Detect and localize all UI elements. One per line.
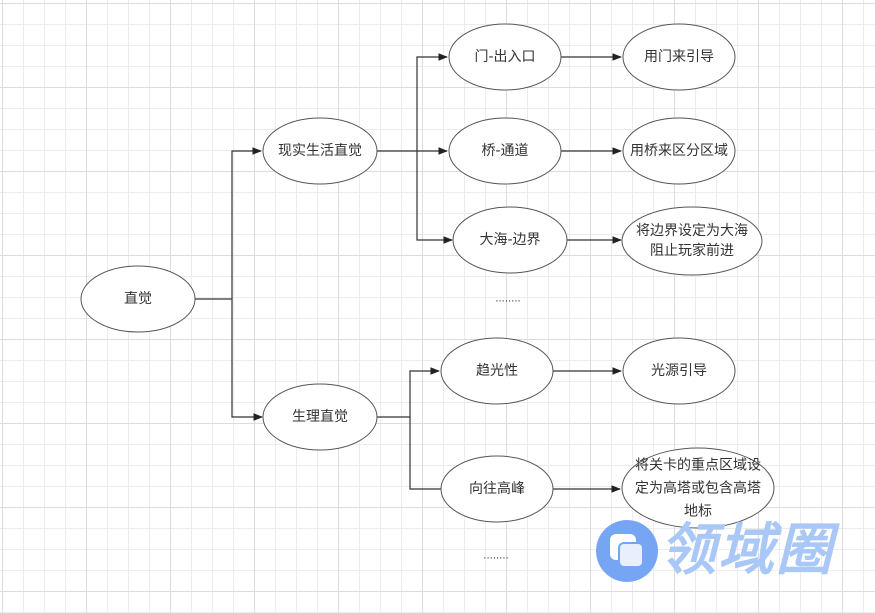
edge-root-to-real-life [231,147,262,299]
node-physiological[interactable] [262,383,378,451]
edge-real-life-to-sea [416,151,453,244]
node-light-guide[interactable] [622,337,736,405]
watermark-text: 领域圈 [660,518,834,583]
edge-real-life-to-door [416,53,448,151]
node-sea-boundary[interactable] [621,206,763,276]
edge-physiological-to-phototaxis [409,367,440,417]
node-peak[interactable] [440,455,554,523]
node-door-guide[interactable] [622,23,736,91]
node-real-life[interactable] [262,117,378,185]
watermark-logo-icon [596,520,658,582]
watermark-logo-square-back [618,542,644,568]
ellipsis-physiological-more: ........ [483,550,509,562]
node-root[interactable] [80,265,196,333]
edge-physiological-to-peak [409,417,441,490]
edge-root-to-physiological [231,299,263,421]
node-tower-landmark[interactable] [621,447,775,529]
node-bridge-area[interactable] [622,117,736,185]
node-bridge[interactable] [448,117,562,185]
node-phototaxis[interactable] [440,337,554,405]
ellipsis-real-life-more: ........ [495,293,521,305]
node-door[interactable] [448,23,562,91]
node-sea[interactable] [452,206,568,274]
